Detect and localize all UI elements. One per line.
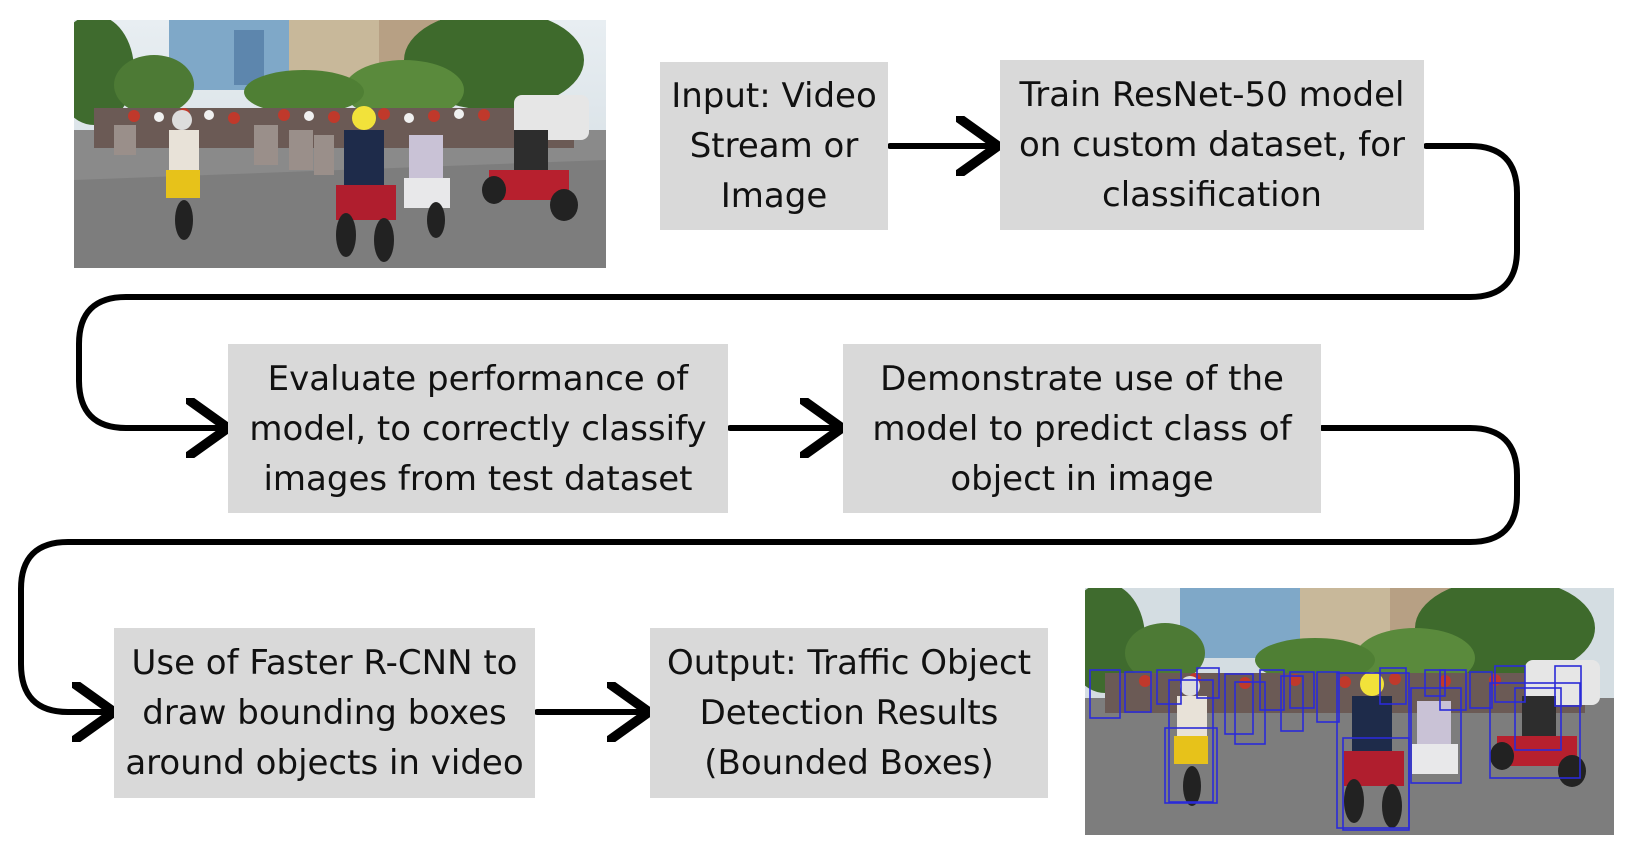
- step-faster-rcnn: Use of Faster R-CNN to draw bounding box…: [114, 628, 535, 798]
- step-output: Output: Traffic Object Detection Results…: [650, 628, 1048, 798]
- arrow-demonstrate-to-faster-rcnn: [18, 425, 1520, 712]
- arrow-train-to-evaluate: [76, 143, 1520, 428]
- step-evaluate: Evaluate performance of model, to correc…: [228, 344, 728, 513]
- output-detection-photo: [1085, 588, 1614, 835]
- step-demonstrate: Demonstrate use of the model to predict …: [843, 344, 1321, 513]
- input-traffic-photo: [74, 20, 606, 268]
- step-input: Input: Video Stream or Image: [660, 62, 888, 230]
- step-train: Train ResNet-50 model on custom dataset,…: [1000, 60, 1424, 230]
